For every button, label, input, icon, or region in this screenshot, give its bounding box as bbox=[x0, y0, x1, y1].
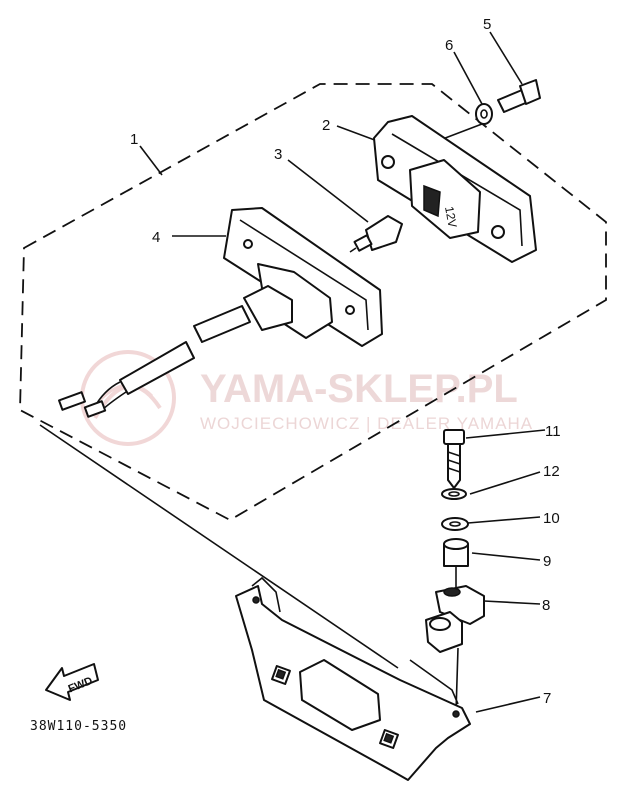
watermark-subtitle: WOJCIECHOWICZ | DEALER YAMAHA bbox=[200, 414, 533, 433]
label-part-11: 11 bbox=[545, 423, 561, 440]
label-part-6: 6 bbox=[445, 37, 453, 54]
label-part-12: 12 bbox=[543, 463, 560, 480]
label-part-3: 3 bbox=[274, 146, 282, 163]
lens-cover-part: 12V bbox=[373, 115, 537, 263]
watermark-title: YAMA-SKLEP.PL bbox=[200, 367, 518, 411]
label-part-7: 7 bbox=[543, 690, 551, 707]
label-part-1: 1 bbox=[130, 131, 138, 148]
light-housing-part bbox=[58, 207, 383, 418]
diagram-code: 38W110-5350 bbox=[30, 719, 127, 734]
washer-part bbox=[475, 103, 493, 125]
lock-washer-part bbox=[441, 488, 467, 500]
watermark: YAMA-SKLEP.PL WOJCIECHOWICZ | DEALER YAM… bbox=[80, 350, 533, 446]
bulb-part bbox=[349, 215, 403, 253]
label-part-5: 5 bbox=[483, 16, 491, 33]
leader-lines bbox=[39, 31, 546, 713]
assembly-outline bbox=[19, 83, 607, 522]
forward-direction-arrow: FWD bbox=[45, 663, 99, 701]
part-labels: 1 2 3 4 5 6 7 8 9 10 11 12 bbox=[130, 16, 561, 707]
bulb-voltage-marking: 12V bbox=[442, 205, 459, 228]
screw-part bbox=[497, 79, 541, 113]
label-part-10: 10 bbox=[543, 510, 560, 527]
bracket-mount-part bbox=[425, 585, 485, 653]
collar-part bbox=[443, 538, 469, 588]
bolt-part bbox=[443, 429, 465, 489]
label-part-8: 8 bbox=[542, 597, 550, 614]
mounting-bracket-part bbox=[235, 576, 471, 781]
label-part-4: 4 bbox=[152, 229, 160, 246]
label-part-9: 9 bbox=[543, 553, 551, 570]
label-part-2: 2 bbox=[322, 117, 330, 134]
flat-washer-part bbox=[441, 517, 469, 531]
